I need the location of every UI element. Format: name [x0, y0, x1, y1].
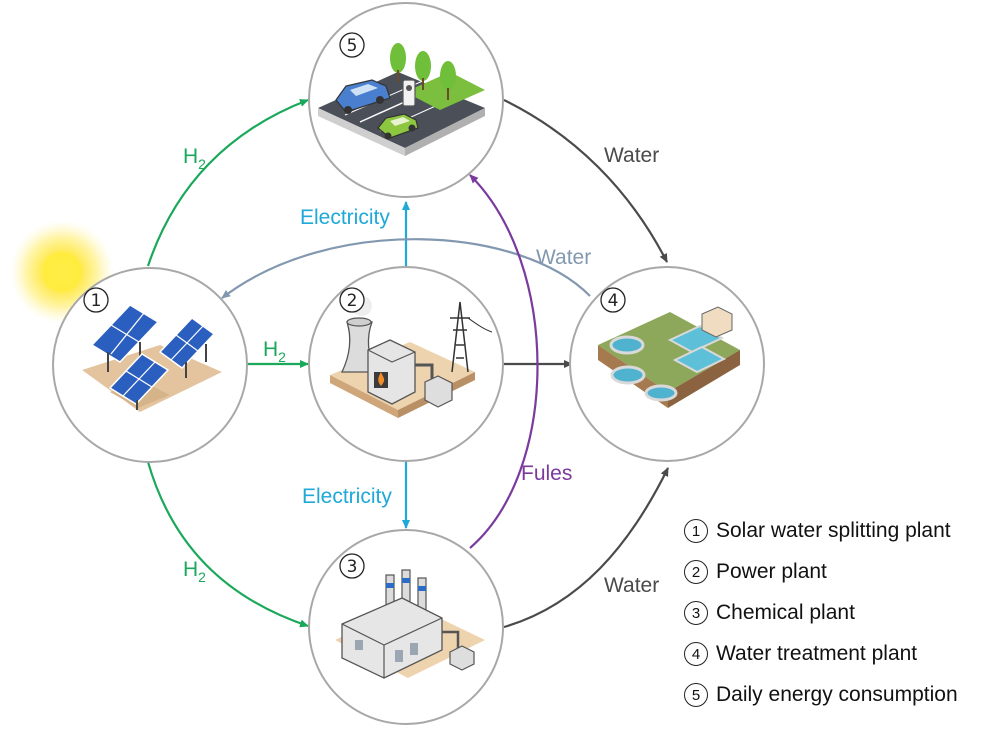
node-chemical-plant: 3 — [308, 529, 504, 725]
node-water-treatment-plant: 4 — [569, 266, 765, 462]
legend-label: Chemical plant — [716, 600, 855, 624]
node-1-marker: 1 — [91, 291, 102, 311]
h2-label-bottom: H2 — [183, 558, 206, 585]
legend-label: Power plant — [716, 559, 827, 583]
water-label-bottom: Water — [604, 574, 659, 597]
node-3-marker: 3 — [347, 557, 358, 577]
legend-number: 1 — [684, 518, 708, 543]
electricity-label-down: Electricity — [302, 485, 392, 508]
fules-arrow — [469, 174, 539, 549]
legend-label: Daily energy consumption — [716, 682, 958, 706]
water-arrow-consumption-to-treatment — [503, 99, 668, 263]
legend-label: Solar water splitting plant — [716, 518, 951, 542]
node-daily-energy-consumption: 5 — [308, 2, 504, 198]
legend-number: 3 — [684, 600, 708, 625]
legend-item-chemical-plant: 3 Chemical plant — [684, 592, 1000, 633]
solar-panel-field-icon — [82, 304, 222, 412]
chemical-factory-icon — [335, 569, 485, 679]
h2-arrow-to-consumption — [146, 98, 309, 267]
node-5-marker: 5 — [347, 36, 358, 56]
node-solar-water-splitting-plant: 1 — [52, 267, 248, 463]
ev-charging-parking-icon — [318, 43, 485, 156]
fules-label: Fules — [521, 462, 572, 485]
water-return-arrow — [221, 238, 591, 299]
h2-label-middle: H2 — [263, 338, 286, 365]
node-power-plant: 2 — [308, 266, 504, 462]
water-arrow-chemical-to-treatment — [503, 467, 669, 629]
legend-item-power-plant: 2 Power plant — [684, 551, 1000, 592]
h2-label-top: H2 — [183, 145, 206, 172]
legend-number: 5 — [684, 682, 708, 707]
node-4-marker: 4 — [608, 291, 619, 311]
h2-arrow-to-chemical-plant — [146, 461, 309, 628]
electricity-label-up: Electricity — [300, 206, 390, 229]
legend-item-daily-energy-consumption: 5 Daily energy consumption — [684, 674, 1000, 715]
node-2-marker: 2 — [347, 291, 358, 311]
legend-number: 2 — [684, 559, 708, 584]
legend-item-solar-water-splitting-plant: 1 Solar water splitting plant — [684, 510, 1000, 551]
water-label-return: Water — [536, 246, 591, 269]
legend: 1 Solar water splitting plant 2 Power pl… — [684, 510, 1000, 715]
water-treatment-tanks-icon — [598, 306, 740, 408]
water-label-top: Water — [604, 144, 659, 167]
legend-label: Water treatment plant — [716, 641, 918, 665]
legend-number: 4 — [684, 641, 708, 666]
legend-item-water-treatment-plant: 4 Water treatment plant — [684, 633, 1000, 674]
power-plant-icon — [330, 288, 493, 418]
